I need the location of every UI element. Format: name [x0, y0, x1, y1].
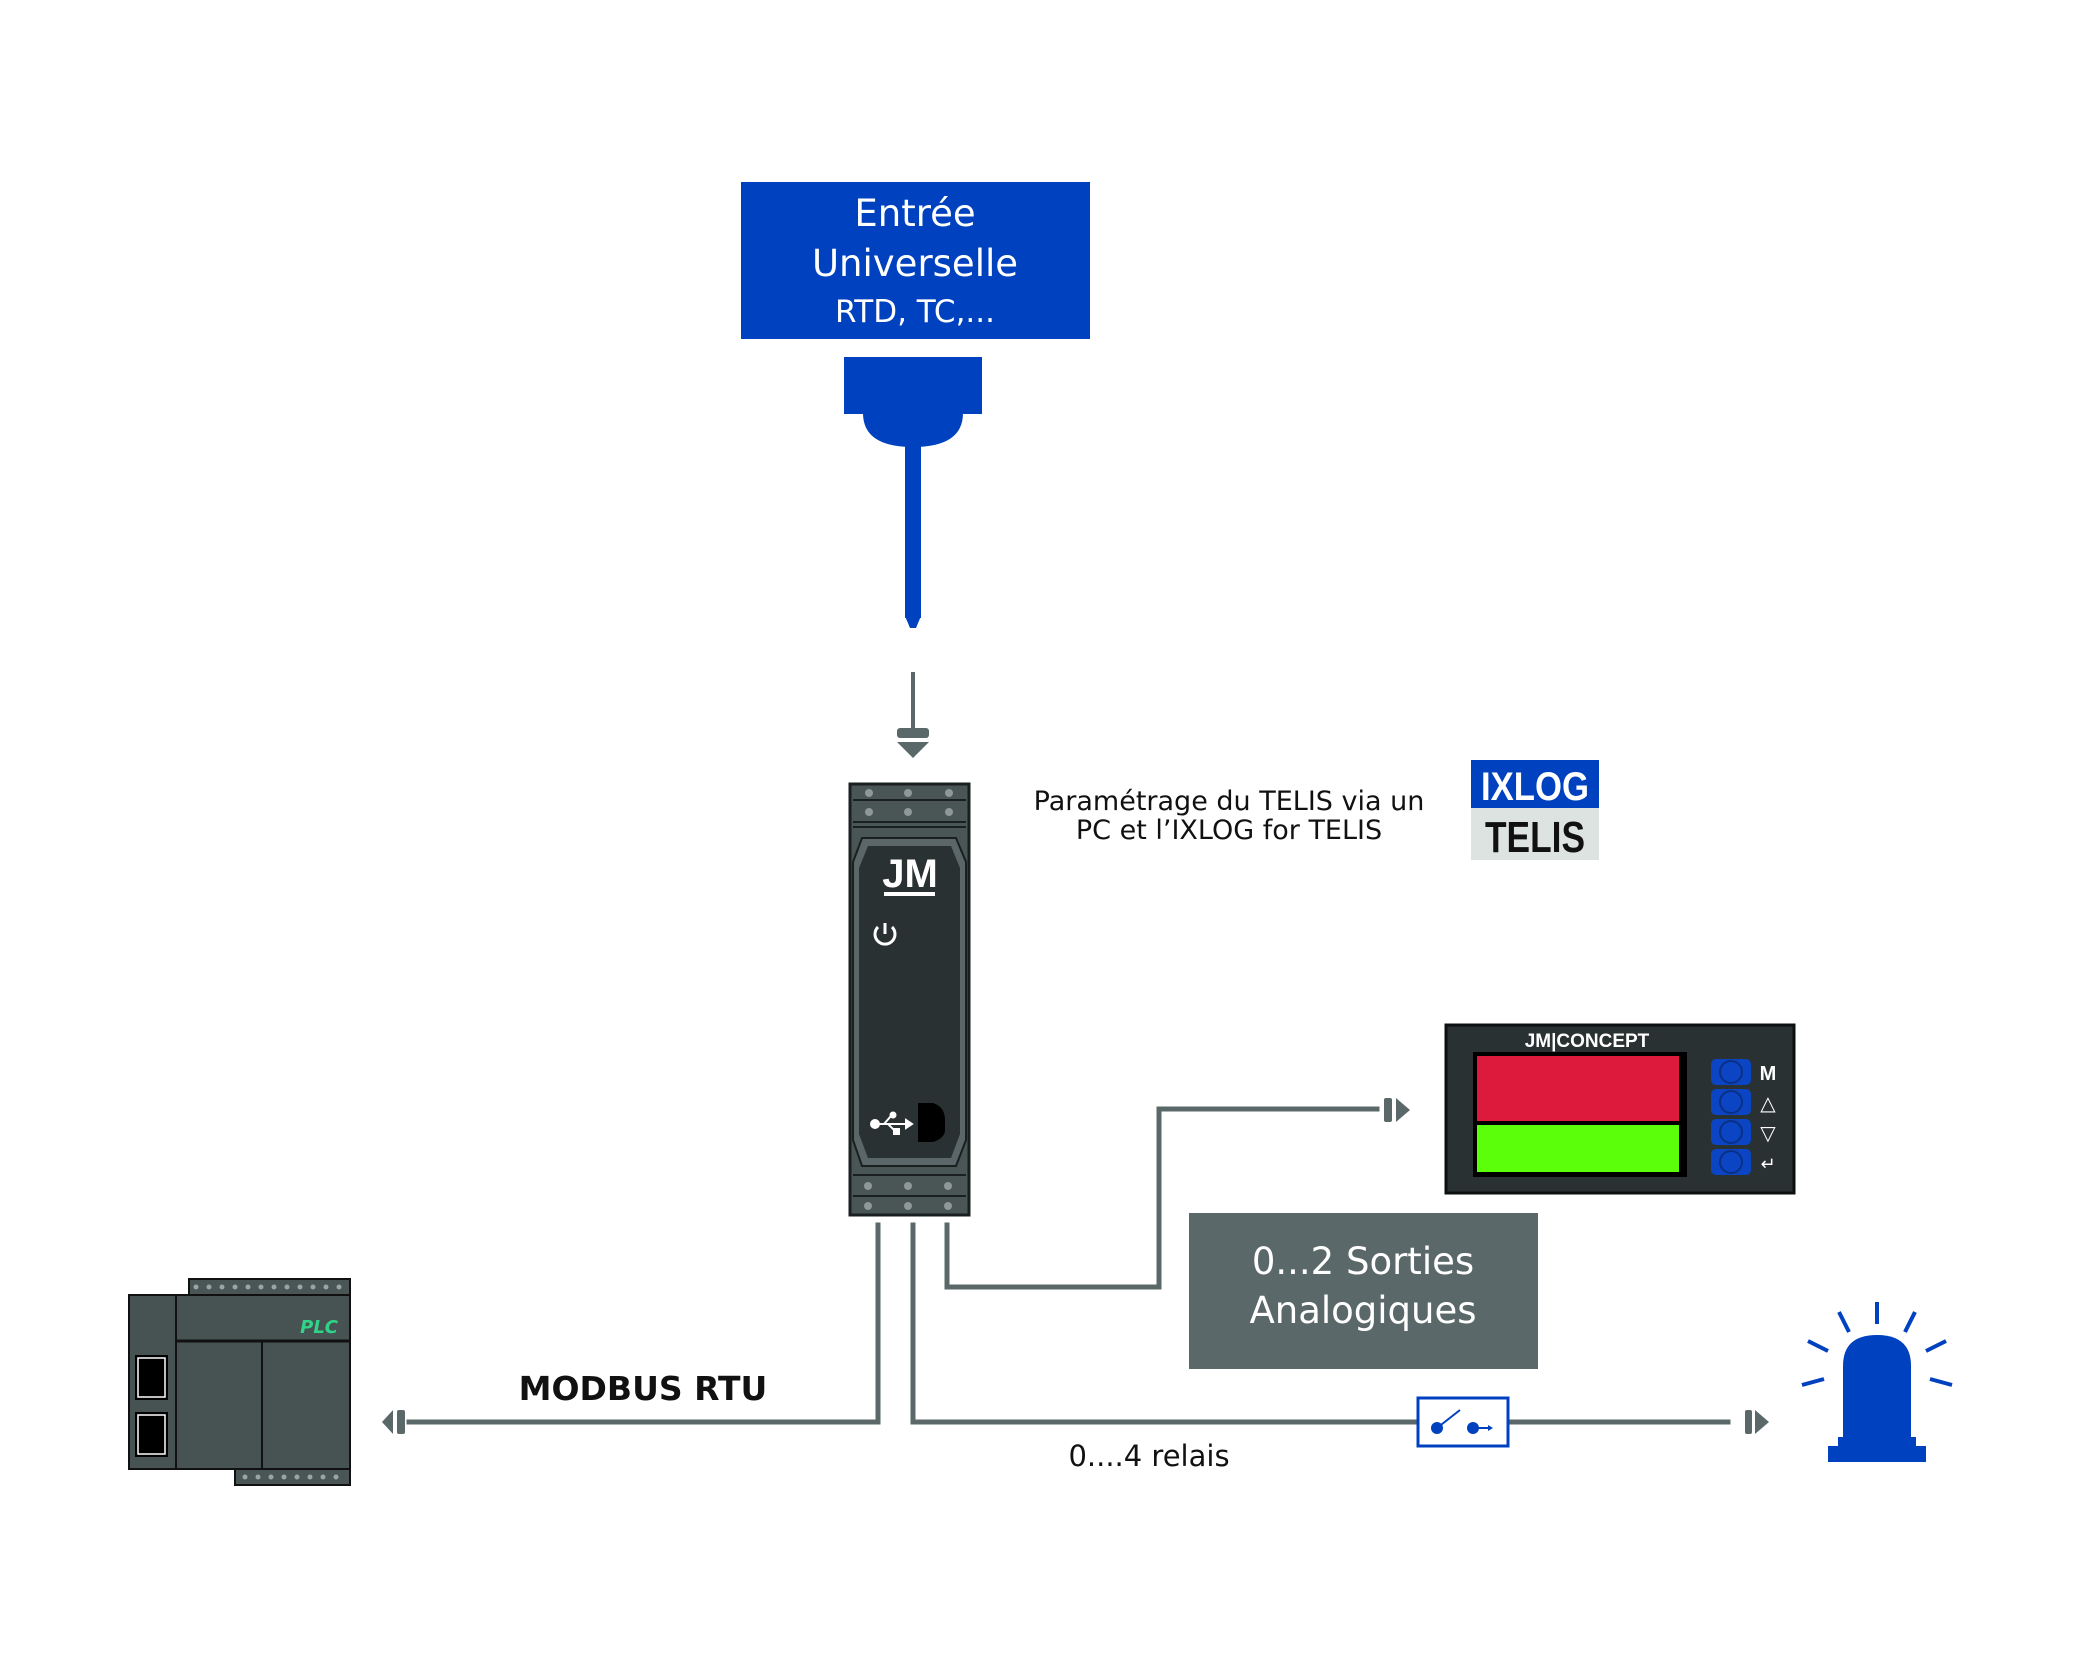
panel-meter-brand: JM|CONCEPT	[1525, 1031, 1650, 1052]
output-arrow-left-icon	[382, 1410, 405, 1434]
relay-contact-icon	[1416, 1396, 1510, 1448]
universal-input-box-bg	[741, 182, 1090, 339]
usb-icon	[870, 1111, 914, 1135]
alarm-beacon-icon	[1801, 1302, 1953, 1462]
wire-relay	[910, 1222, 1421, 1425]
input-subtitle: RTD, TC,...	[835, 294, 995, 330]
button-m[interactable]: M	[1711, 1059, 1776, 1085]
triangle-up-icon: △	[1760, 1091, 1776, 1115]
usb-port-icon	[918, 1103, 945, 1142]
wire-analog-output	[944, 1106, 1380, 1290]
wires	[406, 1106, 1731, 1425]
analog-outputs-line2: Analogiques	[1249, 1289, 1476, 1332]
triangle-down-icon: ▽	[1760, 1121, 1776, 1145]
panel-meter: JM|CONCEPT M △ ▽ ↵	[1444, 1023, 1796, 1195]
plc-device: PLC	[128, 1278, 351, 1486]
output-arrow-right-icon	[1384, 1098, 1410, 1122]
telis-text: TELIS	[1485, 813, 1585, 862]
relay-output-arrow-right-icon	[1745, 1410, 1769, 1434]
ixlog-telis-logo[interactable]: IXLOG TELIS	[1471, 760, 1599, 862]
ixlog-text: IXLOG	[1481, 765, 1589, 809]
analog-outputs-box: 0...2 Sorties Analogiques	[1189, 1213, 1538, 1369]
config-note-line1: Paramétrage du TELIS via un	[1034, 786, 1425, 817]
temperature-probe-icon	[844, 357, 982, 628]
top-terminal-block	[853, 789, 966, 828]
plc-port-2	[135, 1412, 168, 1457]
button-up[interactable]: △	[1711, 1089, 1776, 1115]
plc-port-1	[135, 1355, 168, 1400]
display-lower-green	[1477, 1125, 1679, 1172]
configuration-note: Paramétrage du TELIS via un PC et l’IXLO…	[1034, 786, 1425, 846]
display-upper-red	[1477, 1056, 1679, 1121]
modbus-label: MODBUS RTU	[519, 1369, 768, 1408]
button-down[interactable]: ▽	[1711, 1119, 1776, 1145]
relay-label: 0....4 relais	[1068, 1439, 1229, 1473]
analog-outputs-line1: 0...2 Sorties	[1252, 1240, 1474, 1283]
universal-input-box: Entrée Universelle RTD, TC,...	[741, 182, 1090, 339]
bottom-terminal-block	[853, 1174, 966, 1210]
input-arrow-down-icon	[897, 672, 929, 758]
enter-icon: ↵	[1760, 1154, 1775, 1175]
power-icon	[873, 923, 897, 946]
panel-meter-buttons: M △ ▽ ↵	[1711, 1059, 1776, 1175]
input-title-line2: Universelle	[812, 242, 1018, 285]
wire-modbus	[406, 1222, 881, 1425]
menu-m-icon: M	[1760, 1063, 1777, 1085]
telis-transmitter: JM	[848, 782, 971, 1217]
input-title-line1: Entrée	[854, 192, 975, 235]
jm-logo: JM	[882, 852, 938, 896]
button-enter[interactable]: ↵	[1711, 1149, 1776, 1175]
plc-label: PLC	[300, 1317, 339, 1338]
config-note-line2: PC et l’IXLOG for TELIS	[1076, 815, 1382, 846]
